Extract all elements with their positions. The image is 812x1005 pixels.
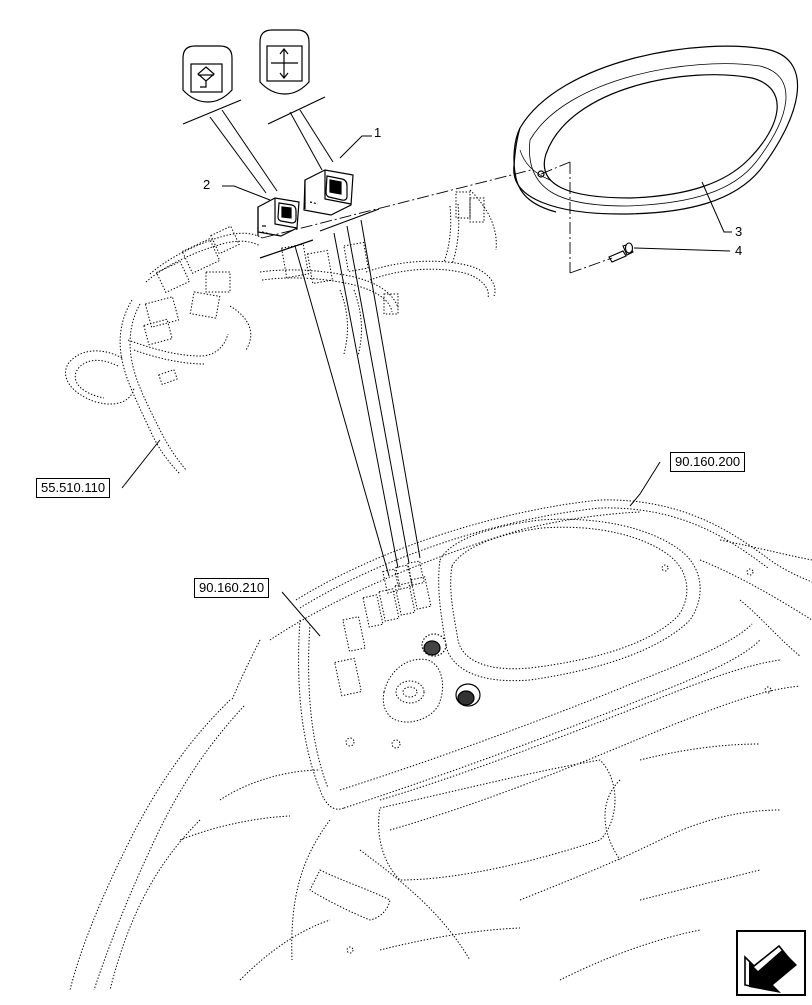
instrument-cluster — [513, 45, 799, 215]
panel-leaders — [294, 219, 421, 577]
rocker-symbol-diamond-icon — [182, 45, 233, 103]
dashboard-outline — [69, 499, 812, 991]
wiring-harness — [65, 189, 497, 475]
rocker-switch-1 — [303, 169, 354, 216]
symbol-leaders — [209, 109, 334, 194]
reference-90-160-200[interactable]: 90.160.200 — [670, 452, 746, 472]
reference-90-160-210[interactable]: 90.160.210 — [194, 578, 270, 598]
reference-55-510-110[interactable]: 55.510.110 — [36, 478, 111, 498]
knob-lower — [455, 683, 481, 707]
knob-upper — [421, 633, 447, 657]
leader-ticks — [182, 96, 380, 259]
callout-1: 1 — [374, 125, 382, 140]
callout-4: 4 — [735, 243, 743, 258]
callout-2: 2 — [203, 177, 211, 192]
callout-3: 3 — [735, 224, 743, 239]
navigation-arrow-icon[interactable] — [736, 930, 806, 996]
rocker-switch-2 — [257, 197, 300, 237]
reference-leaders — [121, 439, 661, 637]
rocker-symbol-up-down-arrows-icon — [259, 29, 310, 95]
assembly-lines — [261, 161, 613, 274]
callout-leaders — [222, 135, 732, 252]
screw — [608, 242, 634, 263]
